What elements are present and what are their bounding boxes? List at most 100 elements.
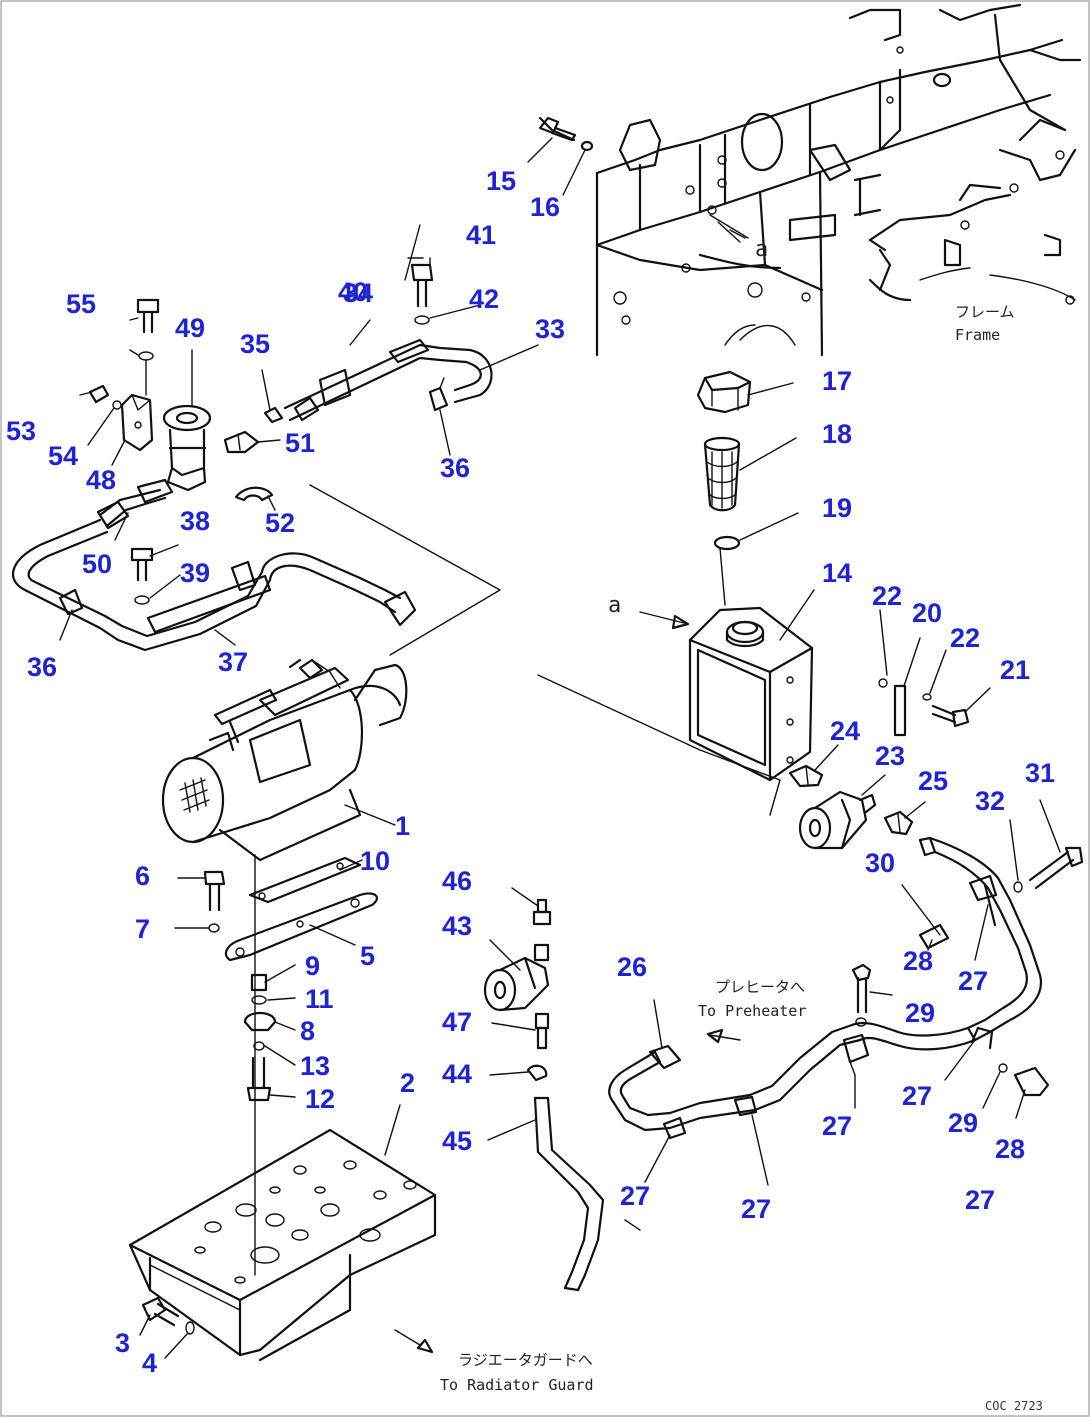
clamp-27b — [970, 1026, 994, 1050]
view-arrowhead-a-tank — [671, 614, 690, 630]
base-plate-2 — [128, 1128, 437, 1362]
part-number-54: 54 — [48, 441, 78, 471]
bolt-54 — [136, 298, 160, 334]
part-number-27: 27 — [822, 1111, 852, 1141]
hose-preheater — [608, 1021, 977, 1132]
part-number-15: 15 — [486, 166, 516, 196]
fitting-24 — [788, 764, 824, 788]
frame-en-label: Frame — [955, 326, 1000, 344]
part-number-1: 1 — [395, 811, 410, 841]
fitting-45 — [532, 898, 552, 926]
part-number-37: 37 — [218, 647, 248, 677]
view-arrow-a-frame — [709, 214, 749, 239]
part-number-55: 55 — [66, 289, 96, 319]
plate-5 — [224, 892, 378, 962]
radiator-en-label: To Radiator Guard — [440, 1376, 594, 1394]
part-number-51: 51 — [285, 428, 315, 458]
view-arrow-a-tank — [639, 611, 689, 625]
spacer-9 — [250, 973, 268, 992]
part-number-45: 45 — [442, 1126, 472, 1156]
washer-53 — [112, 400, 122, 410]
part-number-46: 46 — [442, 866, 472, 896]
part-number-23: 23 — [875, 741, 905, 771]
fitting-48 — [162, 404, 212, 492]
part-number-11: 11 — [305, 984, 334, 1014]
washer-55 — [138, 351, 154, 361]
part-number-2: 2 — [400, 1068, 415, 1098]
preheater-arrowhead — [706, 1028, 724, 1044]
clamp-27a — [968, 874, 998, 927]
bolt-6 — [203, 870, 226, 912]
valve-42 — [483, 943, 550, 1012]
washer-7 — [208, 923, 220, 933]
part-number-27: 27 — [958, 966, 988, 996]
bolt-3 — [141, 1296, 180, 1327]
part-number-21: 21 — [1000, 655, 1030, 685]
part-number-33: 33 — [535, 314, 565, 344]
strainer-18 — [703, 436, 741, 512]
reservoir-tank-14 — [688, 606, 814, 782]
part-number-22: 22 — [950, 623, 980, 653]
washer-13 — [253, 1041, 265, 1051]
plug-28a — [918, 923, 950, 950]
part-number-18: 18 — [822, 419, 852, 449]
leader-lines — [59, 137, 1061, 1359]
cap-17 — [696, 370, 752, 414]
part-number-47: 47 — [442, 1007, 472, 1037]
part-number-36: 36 — [27, 652, 57, 682]
part-number-48: 48 — [86, 465, 116, 495]
washer-22a — [878, 678, 888, 688]
preheater-arrow — [709, 1034, 741, 1041]
drawing-code: COC 2723 — [985, 1399, 1043, 1413]
part-number-43: 43 — [442, 911, 472, 941]
fitting-34 — [263, 406, 284, 424]
clamp-27d — [733, 1095, 758, 1117]
part-number-17: 17 — [822, 366, 852, 396]
part-number-14: 14 — [822, 558, 852, 588]
bolt-37 — [130, 547, 154, 582]
part-number-39: 39 — [180, 558, 210, 588]
part-number-22: 22 — [872, 581, 902, 611]
washer-41 — [414, 315, 430, 325]
washer-11 — [251, 995, 267, 1005]
part-number-52: 52 — [265, 508, 295, 538]
part-number-24: 24 — [830, 716, 860, 746]
part-number-12: 12 — [305, 1084, 335, 1114]
washer-16 — [580, 140, 594, 152]
bolt-40 — [410, 263, 434, 308]
view-a-label-frame: a — [755, 237, 768, 262]
part-number-38: 38 — [180, 506, 210, 536]
part-number-19: 19 — [822, 493, 852, 523]
part-number-35: 35 — [240, 329, 270, 359]
part-number-44: 44 — [442, 1059, 472, 1089]
part-number-34: 34 — [343, 278, 373, 308]
part-number-29: 29 — [905, 998, 935, 1028]
radiator-jp-label: ラジエータガードへ — [458, 1351, 593, 1369]
radiator-arrowhead — [416, 1338, 434, 1354]
part-number-27: 27 — [902, 1081, 932, 1111]
hose-30 — [918, 836, 1043, 1042]
clamp-27e — [662, 1116, 687, 1140]
plate-20 — [893, 684, 907, 737]
part-number-27: 27 — [620, 1181, 650, 1211]
plug-28b — [1013, 1066, 1050, 1097]
part-number-20: 20 — [912, 598, 942, 628]
pipe-36 — [12, 518, 417, 652]
nut-52 — [88, 384, 110, 404]
heater-1 — [161, 658, 408, 862]
clamp-51 — [234, 486, 274, 502]
part-number-30: 30 — [865, 848, 895, 878]
part-number-9: 9 — [305, 951, 320, 981]
view-a-label-tank: a — [608, 593, 621, 618]
part-number-13: 13 — [300, 1051, 330, 1081]
part-number-8: 8 — [300, 1016, 315, 1046]
part-number-41: 41 — [466, 220, 496, 250]
frame-jp-label: フレーム — [955, 303, 1015, 321]
part-number-40: 40 — [338, 277, 368, 307]
fitting-50 — [223, 430, 260, 454]
clamp-35 — [428, 377, 449, 412]
part-number-3: 3 — [115, 1328, 130, 1358]
part-number-5: 5 — [360, 941, 375, 971]
